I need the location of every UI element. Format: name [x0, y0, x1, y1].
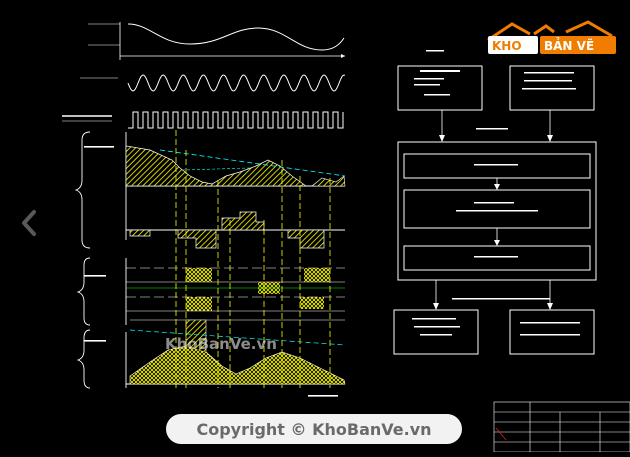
flowchart-text-marks — [412, 50, 580, 336]
crossed-strips — [126, 267, 345, 321]
khobanve-logo: KHO BẢN VẼ — [484, 18, 620, 58]
title-block — [493, 401, 630, 453]
copyright-text: Copyright © KhoBanVe.vn — [196, 419, 432, 439]
flow-box-group — [397, 141, 597, 281]
logo-roof-icon: KHO BẢN VẼ — [487, 20, 616, 54]
storage-area — [129, 345, 346, 385]
consumption-area — [125, 145, 312, 187]
flow-box-input-2 — [509, 65, 595, 111]
flow-box-input-1 — [397, 65, 483, 111]
timing-diagram — [62, 22, 346, 397]
flow-box-step-2 — [403, 189, 591, 229]
flow-box-output-1 — [393, 309, 479, 355]
watermark-text: KhoBanVe.vn — [165, 335, 277, 353]
flow-box-step-1 — [403, 153, 591, 179]
fast-sine-signal — [80, 74, 346, 92]
logo-text-banve: BẢN VẼ — [544, 37, 594, 53]
group-braces — [74, 131, 91, 389]
flowchart-arrowheads — [433, 135, 553, 310]
time-markers — [175, 130, 331, 388]
copyright-banner: Copyright © KhoBanVe.vn — [166, 414, 462, 444]
left-row-labels — [84, 146, 338, 397]
middle-blocks — [129, 211, 325, 249]
square-wave-signal — [62, 111, 344, 129]
logo-text-kho: KHO — [492, 39, 522, 53]
flow-box-step-3 — [403, 245, 591, 271]
chevron-left-icon — [22, 210, 36, 236]
previous-image-button[interactable] — [18, 208, 40, 238]
flow-box-output-2 — [509, 309, 595, 355]
slow-sine-signal — [88, 22, 345, 60]
